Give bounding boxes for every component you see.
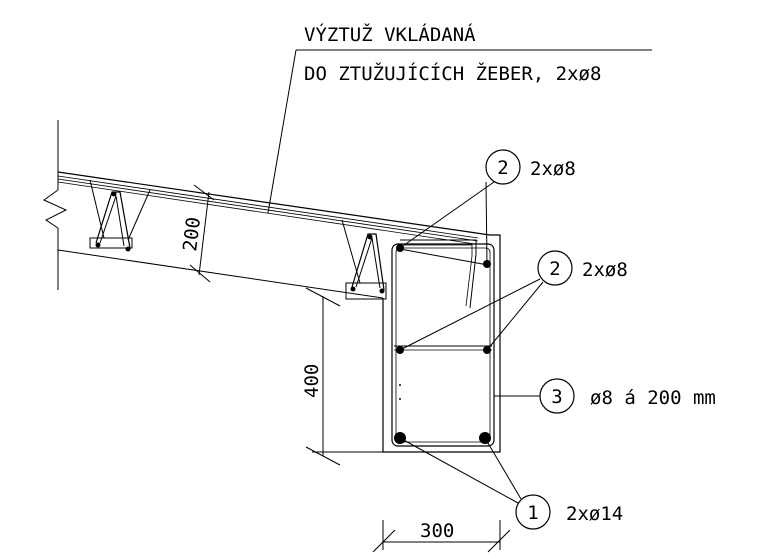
beam-width-label: 300 bbox=[420, 520, 454, 542]
callout-mid-number: 2 bbox=[549, 258, 560, 280]
beam-height-dimension bbox=[305, 287, 383, 466]
callout-mid-label: 2xø8 bbox=[582, 259, 628, 281]
note-leader bbox=[267, 49, 652, 214]
callout-stirrups bbox=[494, 378, 575, 414]
beam-width-dimension bbox=[372, 520, 511, 553]
callout-top-number: 2 bbox=[497, 157, 508, 179]
slab-outline bbox=[57, 171, 491, 299]
callout-stirrups-label: ø8 á 200 mm bbox=[590, 387, 716, 409]
truss-chair-2 bbox=[341, 219, 387, 300]
callout-stirrups-number: 3 bbox=[551, 386, 562, 408]
truss-chair-1 bbox=[89, 179, 151, 252]
callout-top-label: 2xø8 bbox=[530, 158, 576, 180]
note-line-2: DO ZTUŽUJÍCÍCH ŽEBER, 2xø8 bbox=[304, 62, 601, 85]
beam-outline bbox=[382, 234, 501, 453]
callout-mid-rebars bbox=[399, 250, 573, 351]
note-line-1: VÝZTUŽ VKLÁDANÁ bbox=[304, 23, 476, 46]
callout-bottom-label: 2xø14 bbox=[566, 503, 623, 525]
callout-bottom-rebars bbox=[399, 437, 551, 530]
callout-bottom-number: 1 bbox=[527, 502, 538, 524]
beam-stirrups bbox=[391, 239, 495, 447]
slab-dimension bbox=[189, 184, 215, 283]
wall-break-line bbox=[43, 120, 68, 290]
slab-dimension-label: 200 bbox=[179, 216, 205, 253]
rebars bbox=[394, 244, 491, 444]
callout-top-rebars bbox=[399, 149, 521, 265]
beam-height-label: 400 bbox=[301, 364, 323, 398]
